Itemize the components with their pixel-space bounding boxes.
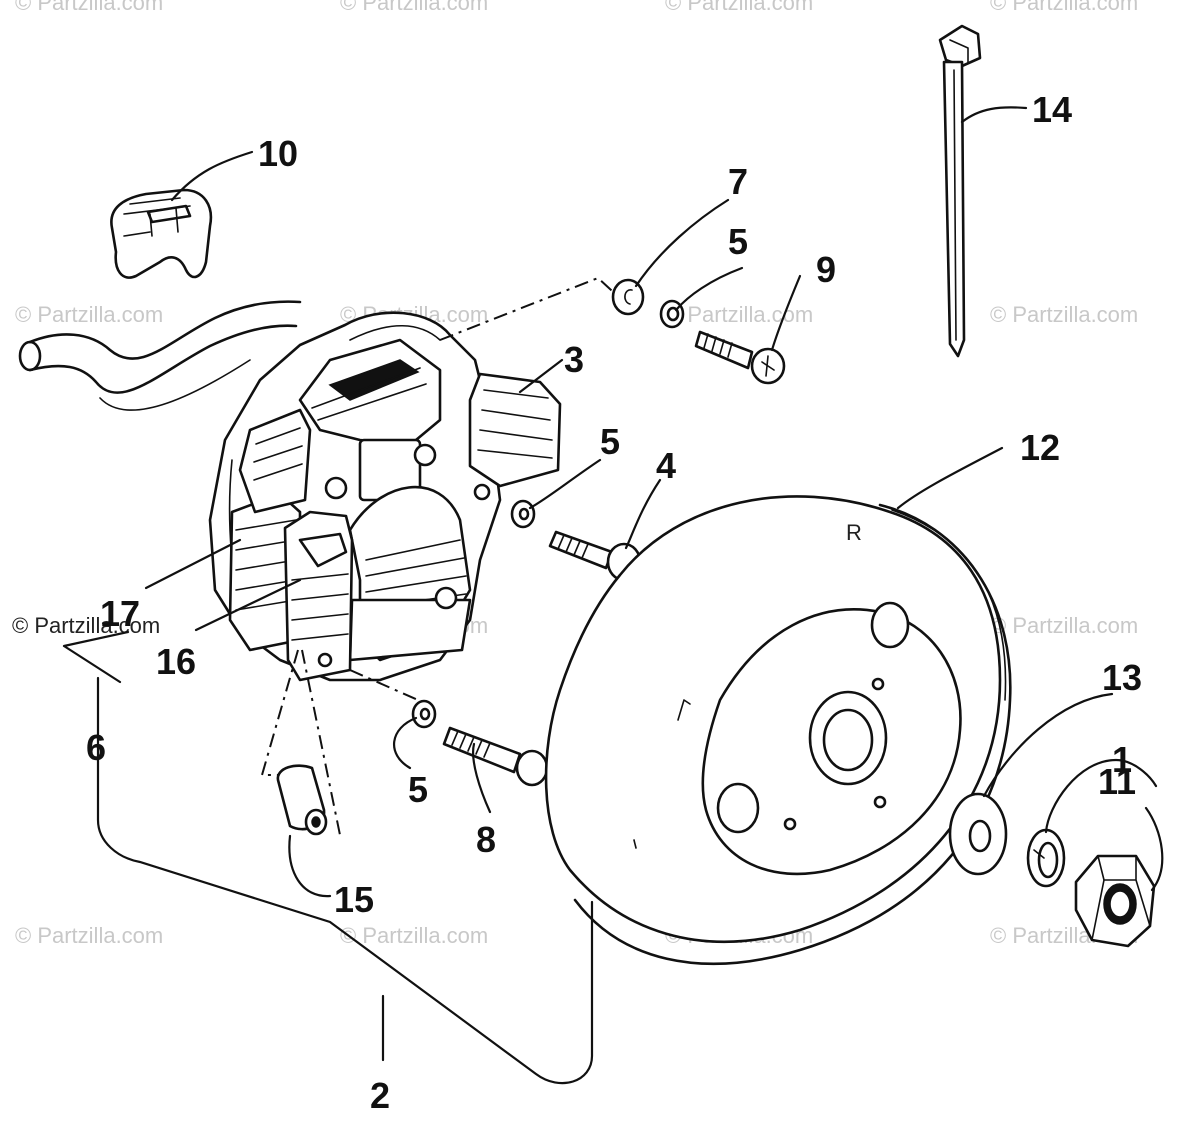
lock-washer-part: [510, 499, 536, 529]
callout-12: 12: [1020, 427, 1060, 468]
watermark: © Partzilla.com: [15, 302, 163, 327]
callout-8: 8: [476, 819, 496, 860]
hex-nut-part: [1074, 854, 1156, 948]
spacer-part: [276, 764, 328, 836]
mounting-line-lower: [349, 669, 419, 701]
callout-16: 16: [156, 641, 196, 682]
leader-line-14: [960, 106, 1028, 124]
watermark: © Partzilla.com: [990, 613, 1138, 638]
callout-15: 15: [334, 879, 374, 920]
leader-line-3: [518, 358, 564, 394]
mounting-line-right: [301, 649, 341, 836]
stator-plate-assembly: [208, 311, 562, 682]
leader-line-9: [770, 274, 802, 352]
lock-washer-part: [659, 299, 685, 329]
callout-11: 11: [1098, 761, 1136, 802]
leader-line-6-box: [62, 630, 130, 684]
leader-line-15: [288, 834, 332, 898]
lock-washer-part: [1026, 828, 1066, 888]
callout-4: 4: [656, 445, 676, 486]
leader-line-12: [896, 446, 1004, 510]
leader-line-5b: [528, 458, 602, 510]
callout-9: 9: [816, 249, 836, 290]
watermark: © Partzilla.com: [665, 0, 813, 15]
wire-harness: [18, 300, 302, 411]
leader-line-13: [982, 692, 1114, 798]
leader-line-16: [194, 578, 302, 632]
callout-3: 3: [564, 339, 584, 380]
flywheel-part: R: [544, 495, 1012, 966]
callout-7: 7: [728, 161, 748, 202]
watermark: © Partzilla.com: [340, 0, 488, 15]
callout-numbers: 1 2 3 4 5 5 5 6 7 8 9 10 11 12 13 14 15 …: [86, 89, 1142, 1116]
screw-part: [442, 726, 549, 787]
watermark: © Partzilla.com: [12, 613, 160, 638]
leader-line-5c: [393, 716, 418, 770]
watermark: © Partzilla.com: [15, 923, 163, 948]
leader-line-4: [624, 478, 662, 550]
callout-5-lower: 5: [408, 769, 428, 810]
cable-tie-part: [938, 24, 982, 358]
watermark: © Partzilla.com: [665, 302, 813, 327]
leader-lines: [62, 106, 1164, 1085]
washer-part: [611, 278, 645, 316]
callout-10: 10: [258, 133, 298, 174]
leader-line-7: [634, 198, 730, 288]
leader-line-10: [170, 150, 254, 202]
leader-line-1: [1044, 758, 1158, 834]
watermark: © Partzilla.com: [990, 0, 1138, 15]
callout-5-middle: 5: [600, 421, 620, 462]
watermark: © Partzilla.com: [15, 0, 163, 15]
screw-part: [694, 330, 786, 385]
grommet-part: [110, 188, 213, 279]
lock-washer-part: [411, 699, 437, 729]
leader-line-5a: [674, 266, 744, 312]
callout-1: 1: [1112, 739, 1132, 780]
leader-line-8: [472, 742, 492, 814]
callout-17: 17: [100, 593, 140, 634]
flywheel-mark: R: [846, 520, 862, 545]
leader-line-2: [96, 676, 594, 1085]
watermark: © Partzilla.com: [340, 923, 488, 948]
callout-14: 14: [1032, 89, 1072, 130]
callout-13: 13: [1102, 657, 1142, 698]
callout-2: 2: [370, 1075, 390, 1116]
leader-line-17: [144, 538, 242, 590]
flat-washer-part: [948, 792, 1008, 876]
watermark: © Partzilla.com: [990, 302, 1138, 327]
callout-6: 6: [86, 727, 106, 768]
callout-5-upper: 5: [728, 221, 748, 262]
leader-line-11: [1144, 806, 1164, 892]
